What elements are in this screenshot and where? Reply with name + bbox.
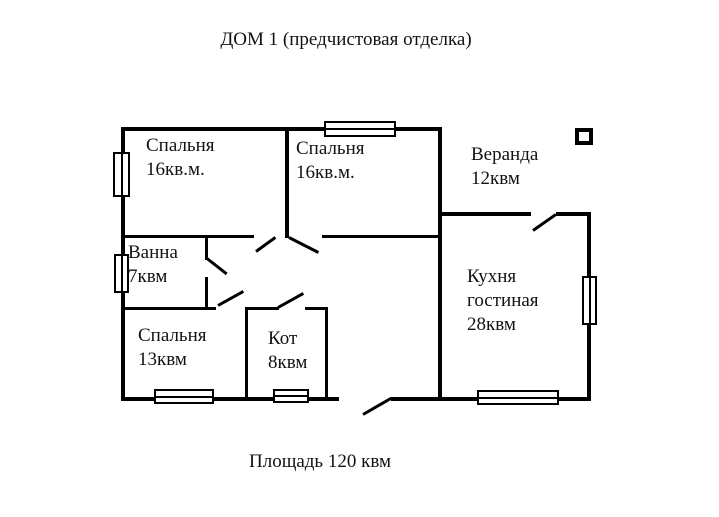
room-name-2: гостиная: [467, 290, 539, 311]
room-name: Кот: [268, 328, 298, 349]
window-kitchen-right: [582, 276, 597, 325]
wall-kitchen-top-left: [438, 212, 531, 216]
room-label-veranda: Веранда 12квм: [471, 143, 538, 191]
door-swing-bedroom1: [255, 236, 277, 253]
wall-bedroom-divider: [285, 127, 289, 238]
room-label-boiler: Кот 8квм: [268, 327, 307, 375]
room-label-bedroom2: Спальня 16кв.м.: [296, 137, 365, 185]
window-boiler-bottom: [273, 389, 309, 403]
room-label-bedroom3: Спальня 13квм: [138, 324, 207, 372]
room-area: 7квм: [128, 266, 168, 287]
room-area: 8квм: [268, 352, 308, 373]
window-bedroom2-top: [324, 121, 396, 137]
room-area: 28квм: [467, 314, 516, 335]
window-bedroom3-bottom: [154, 389, 214, 404]
wall-kitchen-top-right: [556, 212, 591, 216]
room-name: Спальня: [146, 135, 215, 156]
wall-bathroom-right-lower: [205, 277, 208, 309]
wall-top: [121, 127, 442, 131]
room-label-bedroom1: Спальня 16кв.м.: [146, 134, 215, 182]
room-name: Спальня: [138, 325, 207, 346]
room-area: 13квм: [138, 349, 187, 370]
room-label-bathroom: Ванна 7квм: [128, 241, 178, 289]
room-name: Ванна: [128, 242, 178, 263]
wall-boiler-right: [325, 307, 328, 399]
window-bathroom-left: [114, 254, 129, 293]
wall-bathroom-bottom: [121, 307, 216, 310]
room-area: 12квм: [471, 168, 520, 189]
door-swing-bedroom3: [217, 290, 245, 307]
door-swing-entrance: [362, 396, 393, 416]
door-swing-bathroom: [206, 257, 228, 276]
door-swing-bedroom2: [288, 236, 320, 254]
wall-bathroom-right-upper: [205, 235, 208, 260]
room-name: Спальня: [296, 138, 365, 159]
wall-boiler-top-left: [245, 307, 279, 310]
wall-bottom-left: [121, 397, 339, 401]
room-name: Кухня: [467, 266, 517, 287]
room-area: 16кв.м.: [296, 162, 355, 183]
wall-hall-top-right: [322, 235, 440, 238]
door-swing-kitchen: [532, 213, 557, 232]
wall-kitchen-left: [438, 127, 442, 401]
window-kitchen-bottom: [477, 390, 559, 405]
wall-hall-top-left: [121, 235, 254, 238]
wall-boiler-left: [245, 307, 248, 399]
door-swing-boiler: [277, 292, 305, 309]
room-label-kitchen-living: Кухня гостиная 28квм: [467, 265, 539, 337]
total-area-label: Площадь 120 квм: [249, 451, 391, 472]
page-title: ДОМ 1 (предчистовая отделка): [220, 29, 472, 50]
room-area: 16кв.м.: [146, 159, 205, 180]
window-bedroom1-left: [113, 152, 130, 197]
veranda-post: [575, 128, 593, 145]
room-name: Веранда: [471, 144, 539, 165]
wall-boiler-top-right: [305, 307, 328, 310]
